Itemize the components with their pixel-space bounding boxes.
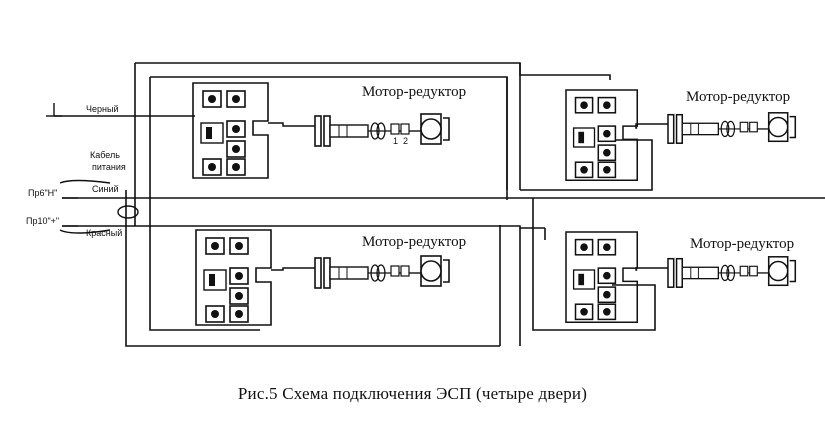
connector-block	[565, 231, 639, 324]
door-unit-rear-right: Мотор-редуктор	[565, 231, 797, 324]
door-unit-front-right: Мотор-редуктор	[565, 89, 797, 182]
motor-feed-wire	[268, 122, 315, 127]
motor-label: Мотор-редуктор	[362, 234, 466, 250]
black-wire-label: Черный	[86, 104, 118, 114]
motor-gearbox-icon	[314, 255, 450, 289]
motor-label: Мотор-редуктор	[362, 84, 466, 100]
motor-feed-wire	[635, 267, 668, 271]
motor-gearbox-icon	[667, 256, 797, 288]
door-unit-front-left: Мотор-редуктор	[192, 82, 466, 179]
bus-wires	[62, 62, 825, 347]
power-cable	[46, 103, 195, 234]
motor-feed-wire	[635, 123, 668, 129]
cable-label-line1: Кабель	[90, 150, 120, 160]
motor-gearbox-icon	[667, 112, 797, 144]
figure-caption: Рис.5 Схема подключения ЭСП (четыре двер…	[237, 384, 588, 403]
fuse-top-label: Пр6"Н"	[28, 188, 57, 198]
wire-labels: Черный Кабель питания Синий Красный Пр6"…	[26, 104, 126, 238]
connector-block	[565, 89, 639, 182]
motor-gearbox-icon	[314, 113, 450, 147]
plug-pin-number: 2	[403, 136, 408, 146]
connector-block	[192, 82, 269, 179]
blue-wire-label: Синий	[92, 184, 119, 194]
connector-block	[195, 229, 272, 326]
plug-pin-number: 1	[393, 136, 398, 146]
fuse-bottom-label: Пр10"+"	[26, 216, 59, 226]
motor-label: Мотор-редуктор	[690, 236, 794, 252]
door-unit-rear-left: Мотор-редуктор	[195, 229, 466, 326]
motor-feed-wire	[271, 267, 315, 271]
motor-label: Мотор-редуктор	[686, 89, 790, 105]
red-wire-label: Красный	[86, 228, 122, 238]
cable-label-line2: питания	[92, 162, 126, 172]
